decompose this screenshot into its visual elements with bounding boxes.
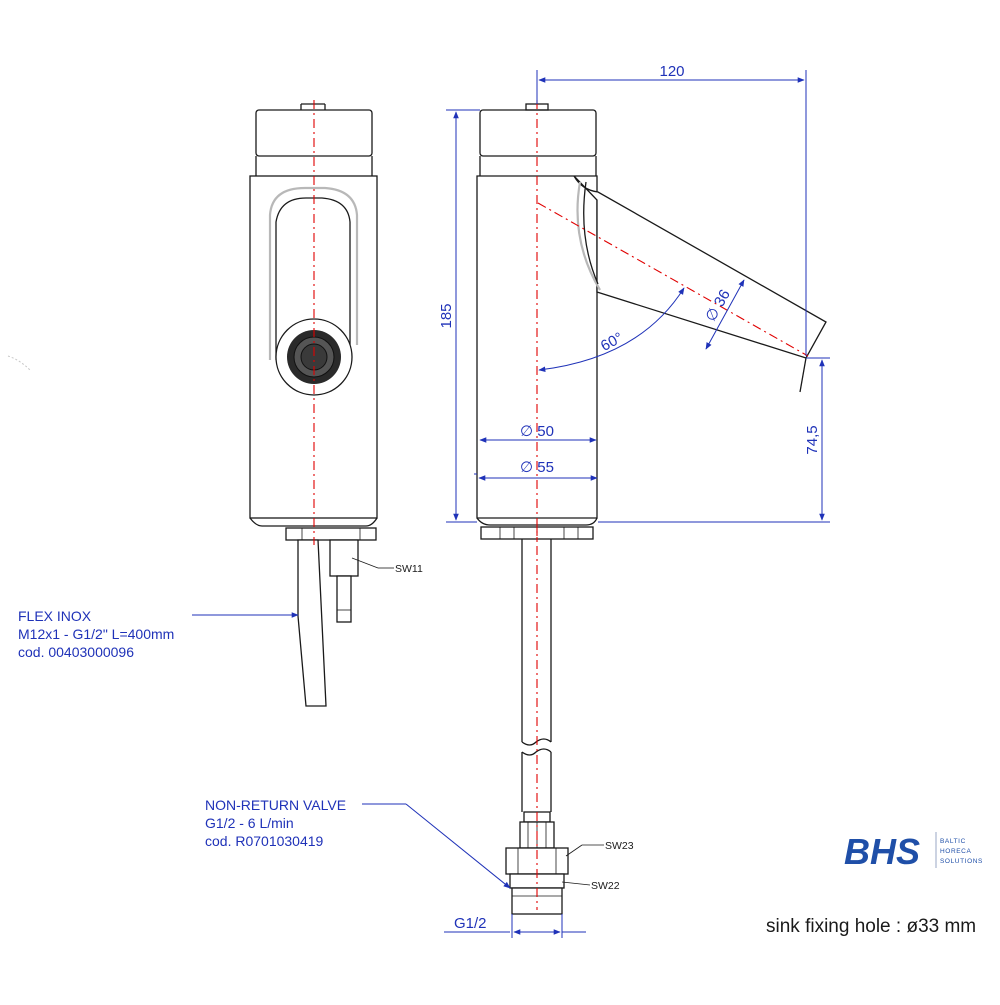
front-view-supply-pipe (521, 539, 552, 742)
sw11-callout: SW11 (351, 557, 423, 575)
non-return-valve-spec: G1/2 - 6 L/min (205, 815, 294, 831)
valve-wrench-callouts: SW23 SW22 (561, 840, 634, 892)
bhs-logo: BHS BALTIC HORECA SOLUTIONS (844, 831, 983, 872)
dimension-diameter-50: ∅ 50 (479, 423, 597, 443)
logo-line3: SOLUTIONS (940, 858, 983, 865)
dimension-spout-angle-label: 60° (598, 329, 626, 355)
logo-mark: BHS (844, 831, 920, 872)
dimension-width-120: 120 (536, 63, 807, 356)
side-view (249, 100, 378, 707)
side-view-fixing-plate (285, 527, 377, 541)
dimension-outlet-height: 74,5 (598, 357, 830, 523)
side-view-spout-recess (268, 186, 359, 360)
dimension-thread-size: G1/2 (444, 914, 586, 938)
sw11-label: SW11 (395, 563, 423, 575)
dimension-thread-label: G1/2 (454, 915, 487, 932)
front-view-push-cap (479, 109, 597, 157)
front-view-spout (573, 175, 827, 359)
dimension-diameter-55: ∅ 55 (474, 459, 598, 481)
flex-hose-callout: FLEX INOX M12x1 - G1/2" L=400mm cod. 004… (18, 608, 299, 660)
front-view (476, 100, 827, 915)
non-return-valve-callout: NON-RETURN VALVE G1/2 - 6 L/min cod. R07… (205, 797, 511, 889)
non-return-valve-title: NON-RETURN VALVE (205, 797, 346, 813)
dimension-width-label: 120 (659, 63, 684, 80)
dimension-height-185: 185 (438, 109, 480, 523)
flex-hose-spec: M12x1 - G1/2" L=400mm (18, 626, 174, 642)
flex-hose-title: FLEX INOX (18, 608, 92, 624)
dimension-height-label: 185 (438, 303, 455, 328)
non-return-valve-code: cod. R0701030419 (205, 833, 324, 849)
spout-axis-centerline (537, 202, 809, 357)
logo-line1: BALTIC (940, 838, 966, 845)
side-view-flex-hose (297, 539, 327, 707)
dimension-outlet-height-label: 74,5 (804, 425, 821, 454)
side-view-threaded-rod (329, 539, 359, 577)
dimension-diameter-55-label: ∅ 55 (520, 459, 554, 476)
sw22-label: SW22 (591, 880, 620, 892)
sw23-label: SW23 (605, 840, 634, 852)
sink-fixing-hole-note: sink fixing hole : ø33 mm (766, 916, 976, 937)
flex-hose-code: cod. 00403000096 (18, 644, 134, 660)
dimension-diameter-50-label: ∅ 50 (520, 423, 554, 440)
logo-line2: HORECA (940, 848, 971, 855)
